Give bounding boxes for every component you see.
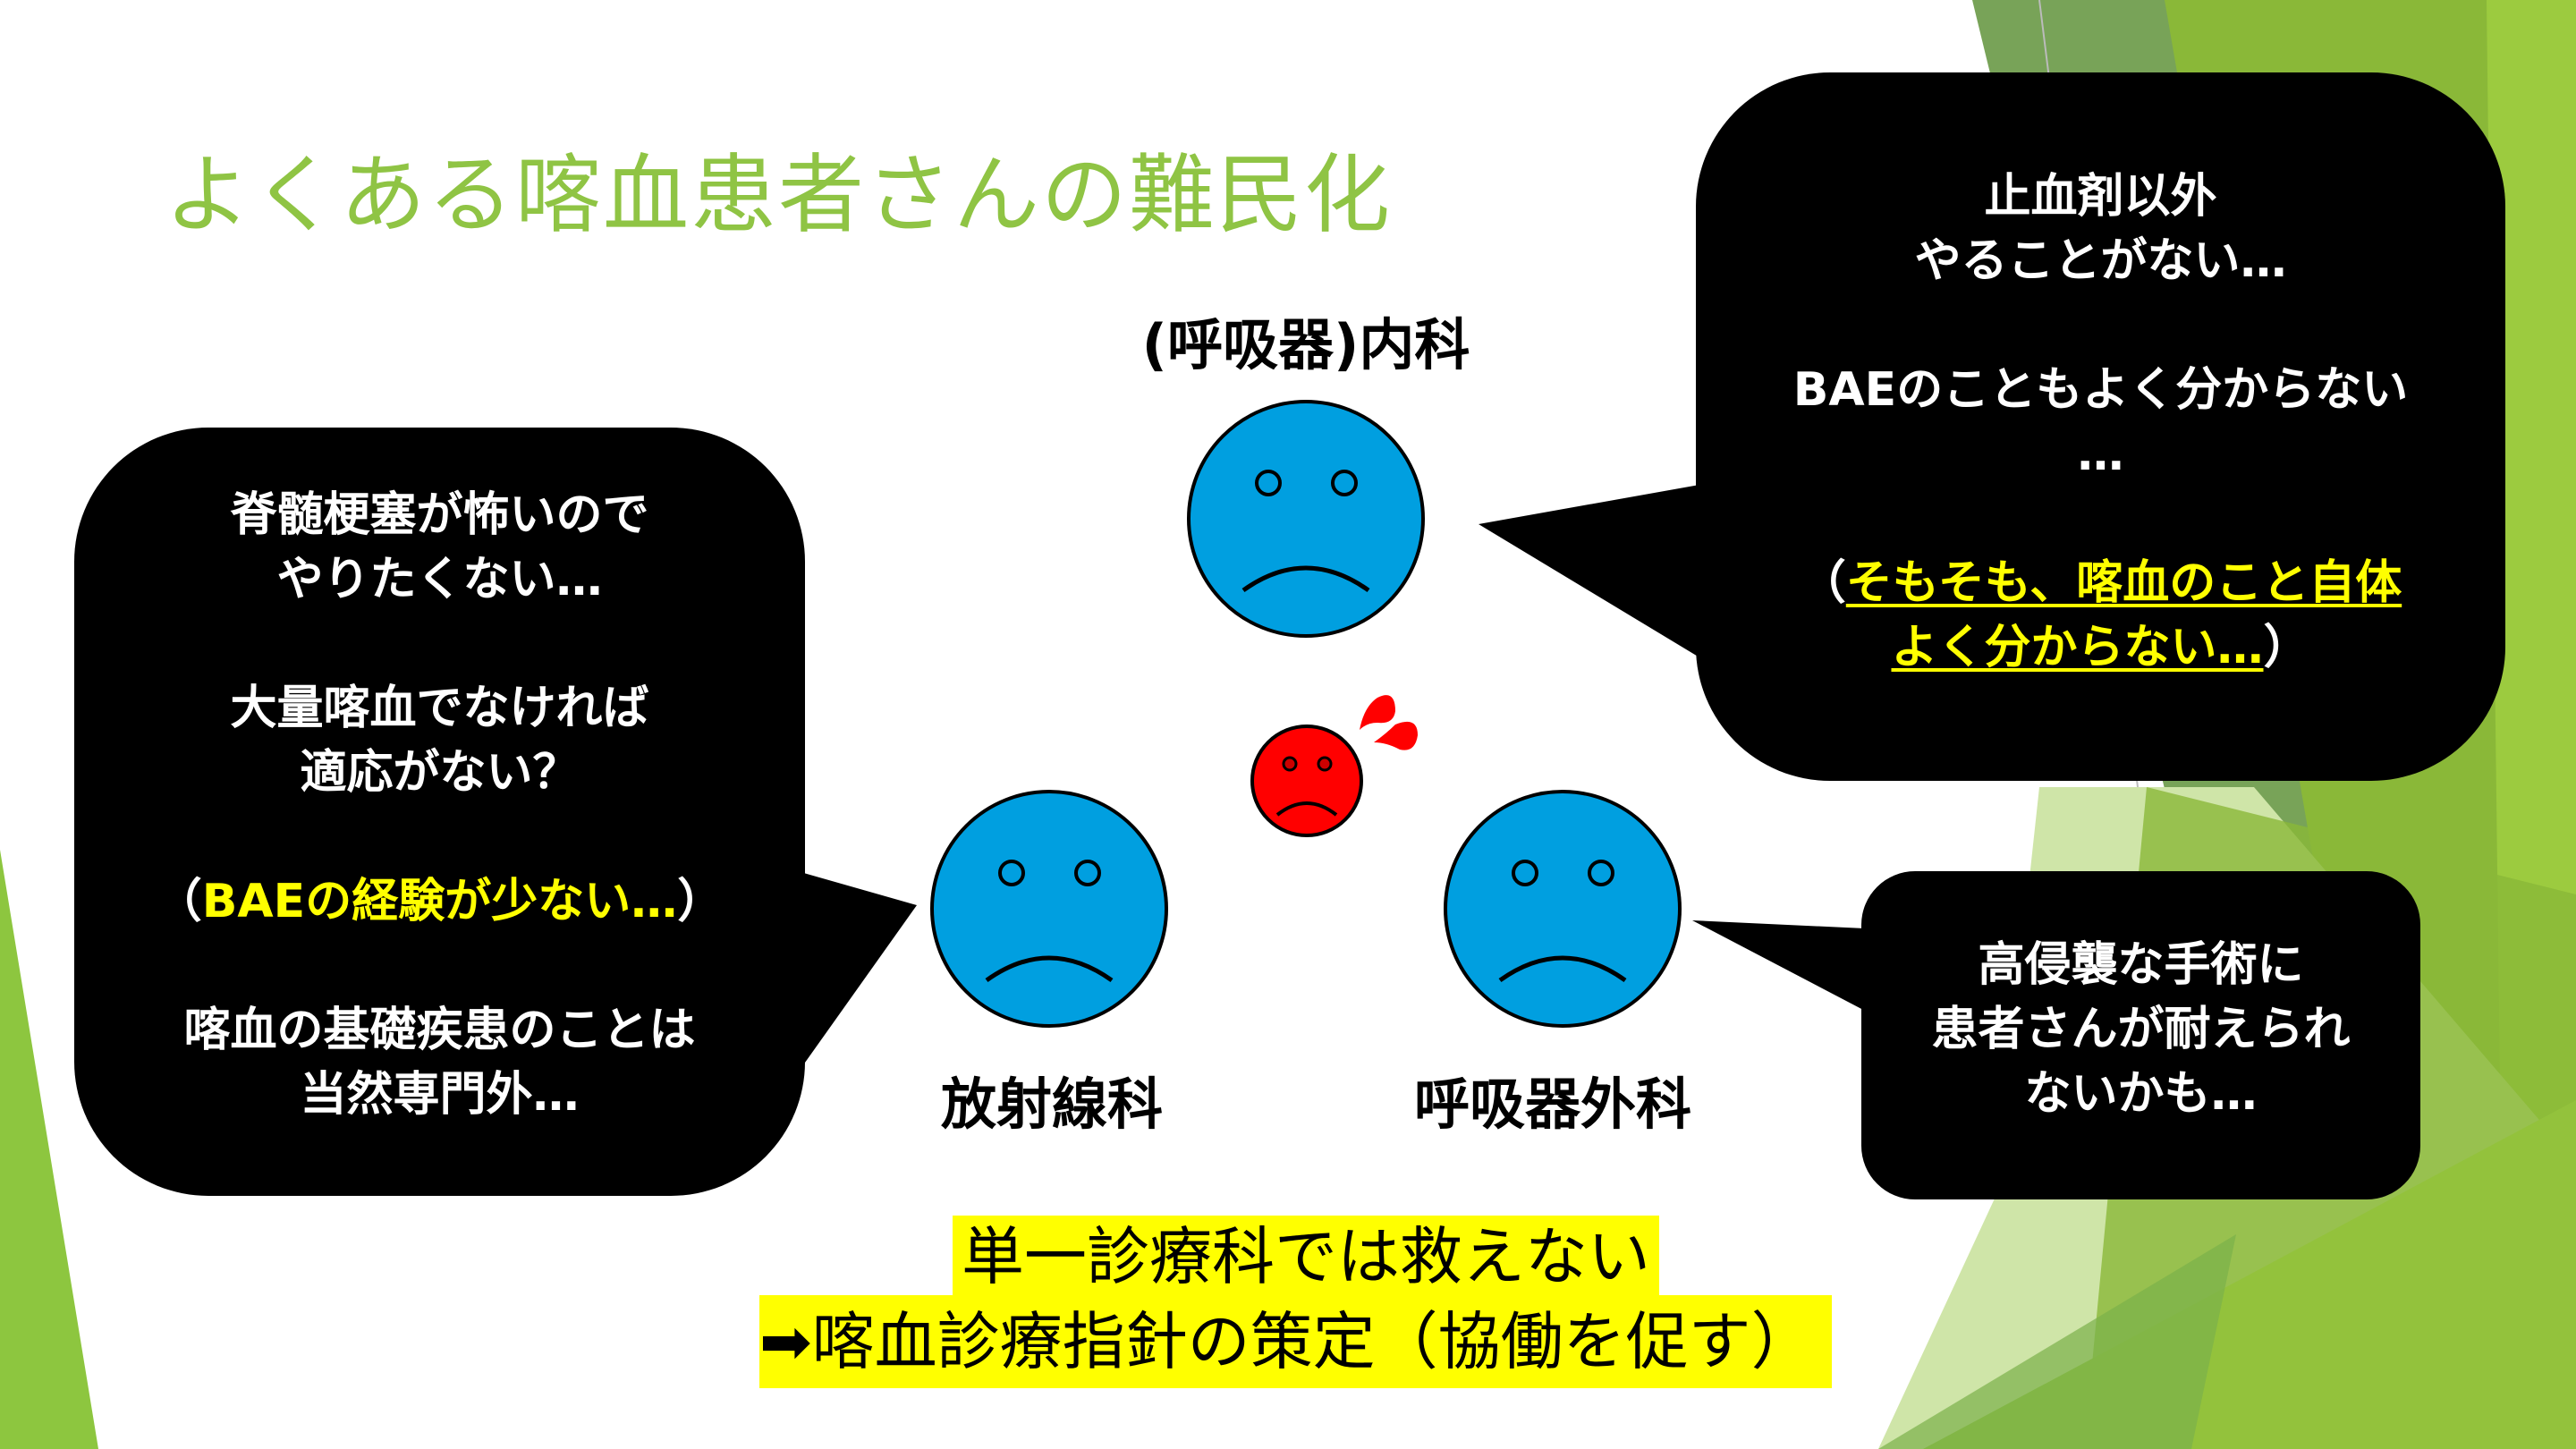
left-speech-bubble [74,428,917,1196]
sweat-drops-icon [1360,695,1418,750]
text-line: BAEのこともよく分からない [1792,363,2409,417]
label-radiology: 放射線科 [940,1072,1164,1137]
text-line: （そもそも、喀血のこと自体 [1696,551,2505,615]
paren: ） [677,875,724,928]
paren: ） [2263,621,2310,674]
conclusion-line-1: 単一診療科では救えない [953,1216,1659,1298]
sad-face-icon-internal [1187,400,1425,638]
text-line: 止血剤以外 [1984,170,2217,224]
highlight-text: そもそも、喀血のこと自体 [1845,556,2402,610]
text-line: 患者さんが耐えられ [1931,1003,2351,1056]
paren: （ [155,875,202,928]
sad-face-icon-radiology [930,790,1168,1028]
highlight-text: よく分からない… [1891,621,2264,674]
paren: （ [1799,556,1846,610]
text-line: やることがない… [1914,234,2287,288]
text-line: 適応がない？ [300,746,580,800]
left-bubble-text: 脊髄梗塞が怖いので やりたくない… 大量喀血でなければ 適応がない？ （BAEの… [74,483,805,1127]
text-line: やりたくない… [276,553,603,606]
conclusion-text: 喀血診療指針の策定（協働を促す） [811,1305,1814,1378]
right-bottom-speech-bubble [1692,871,2420,1199]
text-line: （BAEの経験が少ない…） [74,869,805,934]
text-line: 喀血の基礎疾患のことは [183,1004,696,1057]
right-top-speech-bubble [1479,72,2505,781]
text-line: 当然専門外… [300,1068,580,1122]
conclusion-line-2: ➡喀血診療指針の策定（協働を促す） [759,1295,1832,1388]
text-line: 大量喀血でなければ [230,682,649,735]
highlight-text: BAEの経験が少ない… [201,875,678,928]
right-top-bubble-text: 止血剤以外 やることがない… BAEのこともよく分からない … （そもそも、喀血… [1696,165,2505,680]
label-thoracic-surgery: 呼吸器外科 [1413,1072,1692,1137]
text-line: … [2077,428,2124,481]
sad-face-icon-surgery [1444,790,1682,1028]
text-line: ないかも… [2024,1067,2258,1121]
label-internal-medicine: (呼吸器)内科 [1141,312,1470,377]
sad-face-icon-patient [1250,724,1363,837]
slide-title: よくある喀血患者さんの難民化 [165,145,1392,245]
right-bottom-bubble-text: 高侵襲な手術に 患者さんが耐えられ ないかも… [1861,933,2420,1126]
text-line: 脊髄梗塞が怖いので [230,488,649,542]
arrow-right-icon: ➡ [759,1305,812,1378]
text-line: 高侵襲な手術に [1978,938,2304,992]
text-line: よく分からない…） [1696,615,2505,680]
